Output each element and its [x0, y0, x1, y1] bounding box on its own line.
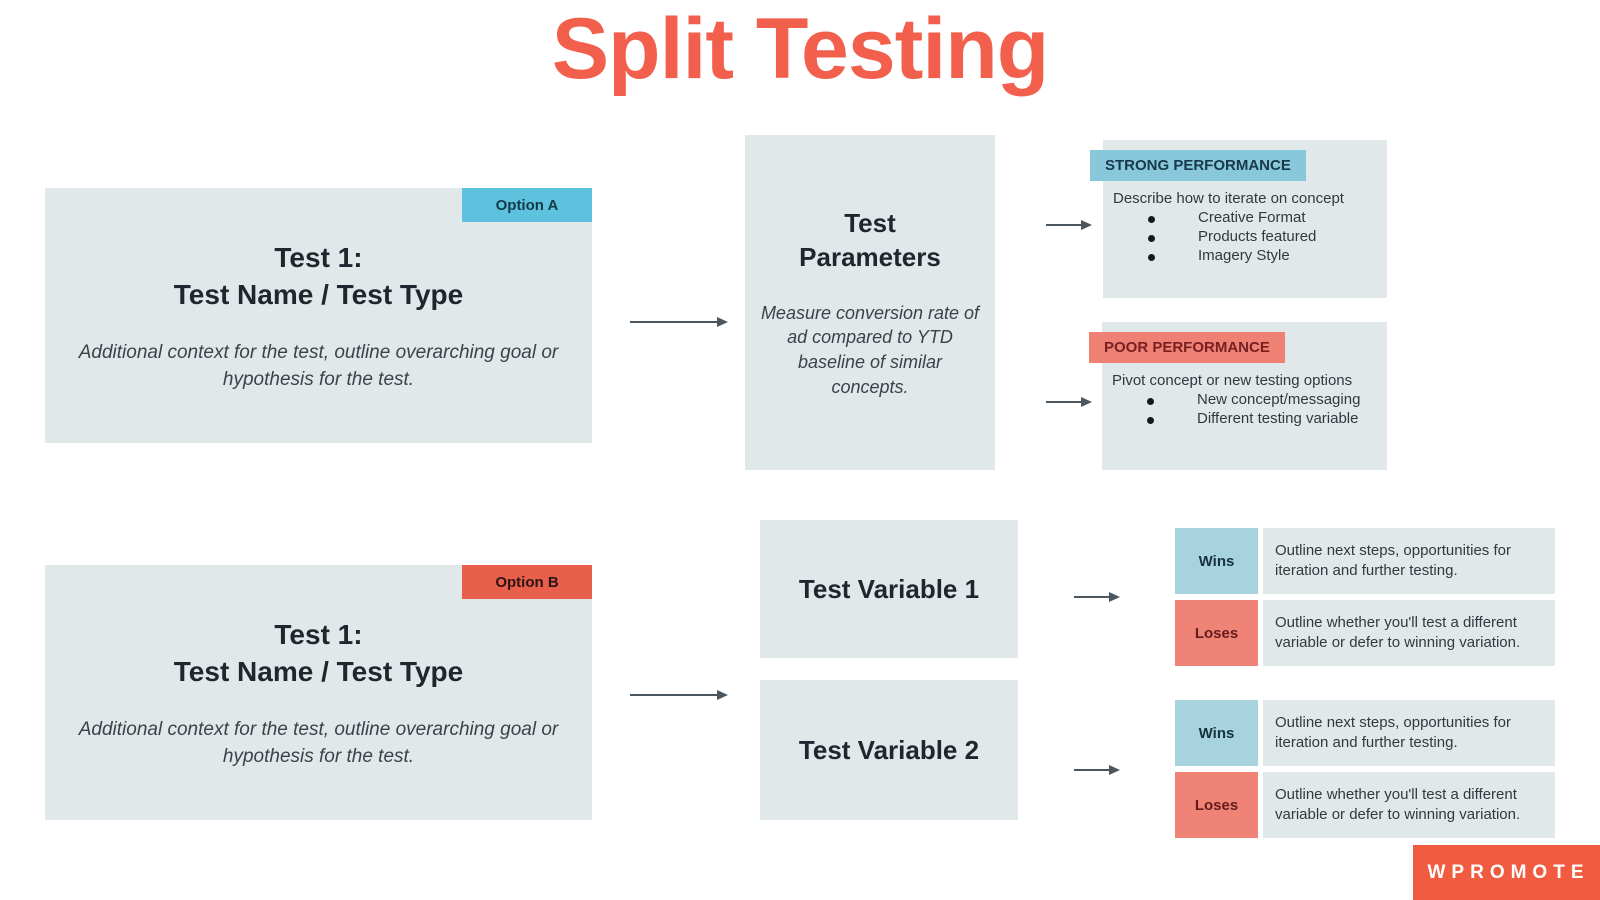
test-variable-1-box: Test Variable 1 — [760, 520, 1018, 658]
option-a-description: Additional context for the test, outline… — [78, 341, 559, 390]
bullet-item: New concept/messaging — [1102, 391, 1387, 410]
arrow-right-icon — [630, 690, 728, 700]
outcome-row-wins: Wins Outline next steps, opportunities f… — [1175, 700, 1555, 766]
wins-badge: Wins — [1175, 528, 1258, 594]
loses-badge: Loses — [1175, 600, 1258, 666]
strong-performance-box: STRONG PERFORMANCE Describe how to itera… — [1090, 140, 1387, 298]
option-a-heading-line1: Test 1: — [274, 242, 363, 273]
option-b-heading: Test 1: Test Name / Test Type — [45, 617, 592, 691]
outcome-group-2: Wins Outline next steps, opportunities f… — [1175, 700, 1555, 838]
loses-description: Outline whether you'll test a different … — [1263, 772, 1555, 838]
poor-performance-intro: Pivot concept or new testing options — [1112, 372, 1353, 389]
bullet-item: Products featured — [1103, 228, 1387, 247]
page-title: Split Testing — [551, 1, 1050, 97]
wpromote-logo: WPROMOTE — [1413, 845, 1600, 900]
poor-performance-label: POOR PERFORMANCE — [1089, 332, 1285, 363]
arrow-right-icon — [630, 317, 728, 327]
test-variable-2-box: Test Variable 2 — [760, 680, 1018, 820]
outcome-group-1: Wins Outline next steps, opportunities f… — [1175, 528, 1555, 666]
arrow-right-icon — [1074, 765, 1120, 775]
option-b-heading-line1: Test 1: — [274, 619, 363, 650]
option-b-card: Option B Test 1: Test Name / Test Type A… — [45, 565, 592, 820]
loses-description: Outline whether you'll test a different … — [1263, 600, 1555, 666]
wins-badge: Wins — [1175, 700, 1258, 766]
bullet-item: Different testing variable — [1102, 410, 1387, 429]
strong-performance-intro: Describe how to iterate on concept — [1113, 190, 1344, 207]
arrow-right-icon — [1046, 397, 1092, 407]
test-parameters-heading: Test Parameters — [799, 208, 941, 272]
test-variable-2-label: Test Variable 2 — [798, 734, 980, 765]
loses-badge: Loses — [1175, 772, 1258, 838]
test-parameters-box: Test Parameters Measure conversion rate … — [745, 135, 995, 470]
poor-performance-box: POOR PERFORMANCE Pivot concept or new te… — [1089, 322, 1387, 470]
arrow-right-icon — [1074, 592, 1120, 602]
option-b-description: Additional context for the test, outline… — [78, 718, 559, 767]
option-a-tab: Option A — [462, 188, 592, 222]
strong-performance-bullets: Creative Format Products featured Imager… — [1103, 209, 1387, 266]
option-a-heading: Test 1: Test Name / Test Type — [45, 240, 592, 314]
strong-performance-label: STRONG PERFORMANCE — [1090, 150, 1306, 181]
option-b-heading-line2: Test Name / Test Type — [173, 655, 464, 687]
bullet-item: Creative Format — [1103, 209, 1387, 228]
wins-description: Outline next steps, opportunities for it… — [1263, 528, 1555, 594]
wins-description: Outline next steps, opportunities for it… — [1263, 700, 1555, 766]
option-a-card: Option A Test 1: Test Name / Test Type A… — [45, 188, 592, 443]
outcome-row-loses: Loses Outline whether you'll test a diff… — [1175, 600, 1555, 666]
option-b-tab: Option B — [462, 565, 592, 599]
test-parameters-description: Measure conversion rate of ad compared t… — [760, 302, 980, 398]
outcome-row-loses: Loses Outline whether you'll test a diff… — [1175, 772, 1555, 838]
option-a-heading-line2: Test Name / Test Type — [173, 278, 464, 310]
arrow-right-icon — [1046, 220, 1092, 230]
bullet-item: Imagery Style — [1103, 247, 1387, 266]
poor-performance-bullets: New concept/messaging Different testing … — [1102, 391, 1387, 429]
test-variable-1-label: Test Variable 1 — [798, 573, 980, 604]
outcome-row-wins: Wins Outline next steps, opportunities f… — [1175, 528, 1555, 594]
